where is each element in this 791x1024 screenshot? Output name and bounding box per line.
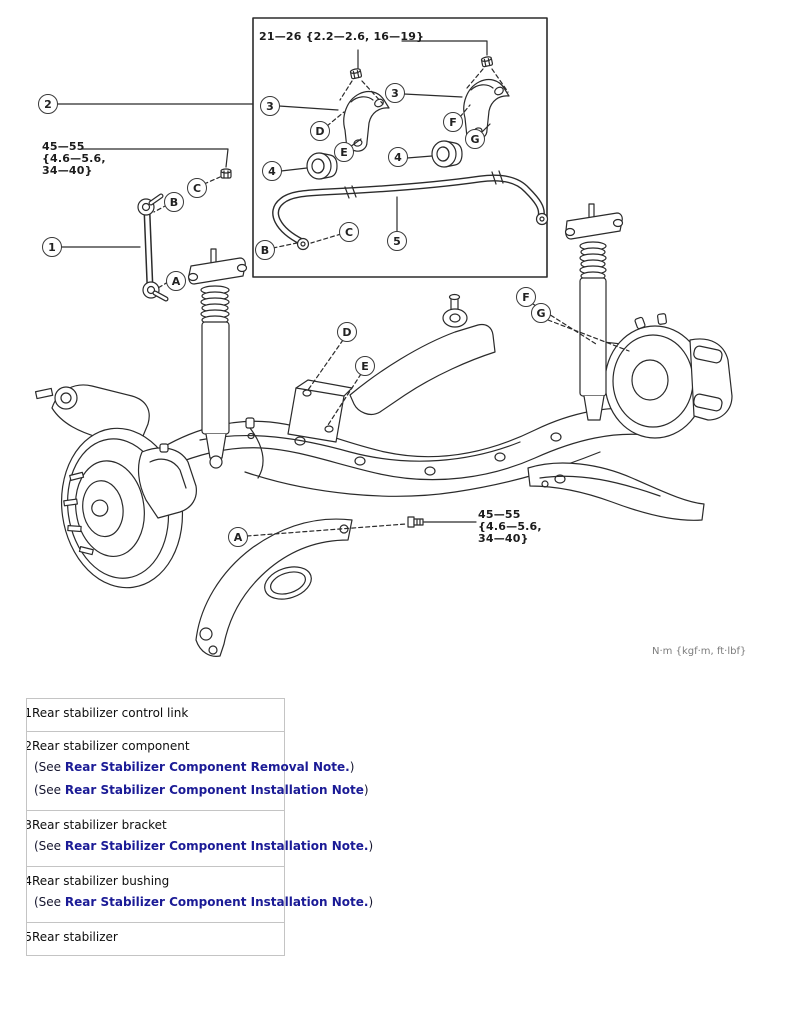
torque-bolt-line2: {4.6—5.6, xyxy=(478,520,542,533)
torque-label-control-link: 45—55 {4.6—5.6, 34—40} xyxy=(42,141,106,177)
removal-note-link[interactable]: Rear Stabilizer Component Removal Note. xyxy=(64,760,350,774)
installation-note-link[interactable]: Rear Stabilizer Component Installation N… xyxy=(64,839,369,853)
row-number: 5 xyxy=(27,930,32,944)
hose-fitting xyxy=(245,417,255,429)
note-suffix: ) xyxy=(349,760,355,774)
note-prefix: (See xyxy=(34,839,65,853)
leader-lines xyxy=(56,40,491,248)
row-number: 3 xyxy=(27,818,32,832)
left-brake-assembly xyxy=(60,427,197,589)
stabilizer-control-link xyxy=(137,193,169,302)
callout-5: 5 xyxy=(387,231,407,251)
table-row: 3 Rear stabilizer bracket (See Rear Stab… xyxy=(27,811,373,867)
stabilizer-bar xyxy=(272,170,549,251)
callout-A-link: A xyxy=(166,271,186,291)
callout-4-right: 4 xyxy=(388,147,408,167)
right-shock-absorber xyxy=(564,203,624,421)
torque-control-link-line1: 45—55 xyxy=(42,140,85,153)
callout-C-link: C xyxy=(187,178,207,198)
part-name: Rear stabilizer component xyxy=(32,739,190,753)
callout-G-inset: G xyxy=(465,129,485,149)
part-name: Rear stabilizer xyxy=(32,930,118,944)
table-row: 2 Rear stabilizer component (See Rear St… xyxy=(27,732,369,811)
installation-note-link[interactable]: Rear Stabilizer Component Installation N… xyxy=(64,895,369,909)
bracket-nut-right xyxy=(480,55,494,68)
link-nut xyxy=(220,168,232,179)
torque-bolt-line1: 45—55 xyxy=(478,508,521,521)
note-suffix: ) xyxy=(368,839,374,853)
rear-stabilizer-diagram: 21—26 {2.2—2.6, 16—19} 45—55 {4.6—5.6, 3… xyxy=(34,17,747,657)
callout-D-main: D xyxy=(337,322,357,342)
part-note: (See Rear Stabilizer Component Installat… xyxy=(32,779,369,802)
callout-G-main: G xyxy=(531,303,551,323)
torque-control-link-line2: {4.6—5.6, xyxy=(42,152,106,165)
callout-F-inset: F xyxy=(443,112,463,132)
part-name: Rear stabilizer bracket xyxy=(32,818,167,832)
right-trailing-arm xyxy=(527,462,705,521)
callout-1: 1 xyxy=(42,237,62,257)
callout-E-main: E xyxy=(355,356,375,376)
note-prefix: (See xyxy=(34,895,65,909)
brake-hose xyxy=(249,427,264,479)
row-number: 1 xyxy=(27,706,32,720)
part-note: (See Rear Stabilizer Component Removal N… xyxy=(32,756,354,779)
installation-note-link[interactable]: Rear Stabilizer Component Installation N… xyxy=(64,783,364,797)
stabilizer-bushing-left xyxy=(306,152,338,180)
subframe-bolt xyxy=(407,516,424,528)
torque-control-link-line3: 34—40} xyxy=(42,164,93,177)
part-name: Rear stabilizer bushing xyxy=(32,874,170,888)
left-stabilizer-bracket-installed xyxy=(287,379,353,443)
callout-B-inset: B xyxy=(255,240,275,260)
note-suffix: ) xyxy=(368,895,374,909)
bracket-nut-left xyxy=(349,67,363,80)
dashed-leader-lines xyxy=(153,68,630,537)
part-note: (See Rear Stabilizer Component Installat… xyxy=(32,891,373,914)
parts-table: 1 Rear stabilizer control link 2 Rear st… xyxy=(26,698,373,956)
lower-control-arm xyxy=(195,518,353,657)
callout-4-left: 4 xyxy=(262,161,282,181)
left-shock-absorber xyxy=(187,248,248,469)
row-number: 4 xyxy=(27,874,32,888)
torque-label-bracket-nuts: 21—26 {2.2—2.6, 16—19} xyxy=(259,30,425,43)
note-prefix: (See xyxy=(34,760,65,774)
right-brake-assembly xyxy=(604,313,733,439)
table-row: 4 Rear stabilizer bushing (See Rear Stab… xyxy=(27,867,373,923)
callout-3-left: 3 xyxy=(260,96,280,116)
callout-C-inset: C xyxy=(339,222,359,242)
note-suffix: ) xyxy=(363,783,369,797)
part-note: (See Rear Stabilizer Component Installat… xyxy=(32,835,373,858)
callout-E-inset: E xyxy=(334,142,354,162)
part-name: Rear stabilizer control link xyxy=(32,706,189,720)
callout-3-right: 3 xyxy=(385,83,405,103)
torque-label-subframe-bolt: 45—55 {4.6—5.6, 34—40} xyxy=(478,509,542,545)
callout-B-link: B xyxy=(164,192,184,212)
row-number: 2 xyxy=(27,739,32,753)
stabilizer-bushing-right xyxy=(431,140,463,168)
callout-F-main: F xyxy=(516,287,536,307)
callout-D-inset: D xyxy=(310,121,330,141)
upper-arm xyxy=(349,293,496,416)
table-row: 1 Rear stabilizer control link xyxy=(27,699,284,732)
table-row: 5 Rear stabilizer xyxy=(27,923,284,956)
torque-bolt-line3: 34—40} xyxy=(478,532,529,545)
note-prefix: (See xyxy=(34,783,65,797)
callout-A-main: A xyxy=(228,527,248,547)
callout-2: 2 xyxy=(38,94,58,114)
torque-units-note: N·m {kgf·m, ft·lbf} xyxy=(652,646,747,657)
